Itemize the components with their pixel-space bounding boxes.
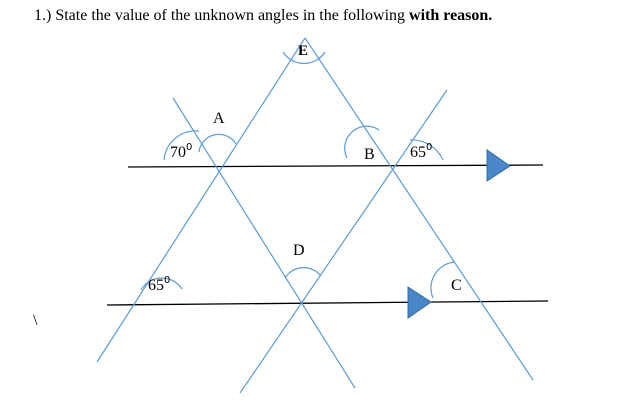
- angle-label-d: D: [293, 242, 305, 259]
- angle-value-70: 70: [170, 144, 186, 161]
- angle-label-b: B: [364, 146, 375, 163]
- question-number: 1.): [34, 7, 52, 24]
- stray-mark: \: [33, 312, 38, 329]
- angle-arc-a: [198, 133, 237, 153]
- upper-parallel-line: [127, 164, 544, 168]
- transversal-right-cross: [239, 89, 448, 394]
- angle-value-65-upper: 65: [410, 144, 426, 161]
- question-text: 1.) State the value of the unknown angle…: [34, 7, 492, 25]
- angle-label-a: A: [213, 110, 225, 127]
- transversal-left-steep: [96, 37, 306, 363]
- degree-sign: 0: [186, 142, 192, 153]
- angle-arc-e: [282, 51, 326, 65]
- transversal-right-steep: [304, 37, 534, 381]
- angle-label-c: C: [451, 277, 462, 294]
- angle-arc-65-lower: [140, 277, 183, 291]
- degree-sign: 0: [164, 275, 170, 286]
- question-emphasis: with reason.: [409, 7, 493, 24]
- angle-arc-d: [284, 267, 322, 279]
- question-body: State the value of the unknown angles in…: [55, 7, 406, 24]
- angle-label-65-upper: 650: [410, 142, 432, 161]
- lower-parallel-arrow: [407, 286, 432, 319]
- upper-parallel-arrow: [486, 149, 511, 182]
- angle-label-e: E: [298, 43, 308, 59]
- angle-arc-65-upper: [409, 139, 444, 161]
- degree-sign: 0: [426, 142, 432, 153]
- angle-arc-70: [163, 130, 200, 161]
- angle-label-65-lower: 650: [148, 275, 170, 294]
- angle-value-65-lower: 65: [148, 277, 164, 294]
- angle-arc-c: [430, 261, 456, 299]
- angle-arc-b: [344, 125, 380, 159]
- angle-label-70: 700: [170, 142, 192, 161]
- lower-parallel-line: [106, 300, 549, 306]
- transversal-left-cross: [172, 97, 356, 389]
